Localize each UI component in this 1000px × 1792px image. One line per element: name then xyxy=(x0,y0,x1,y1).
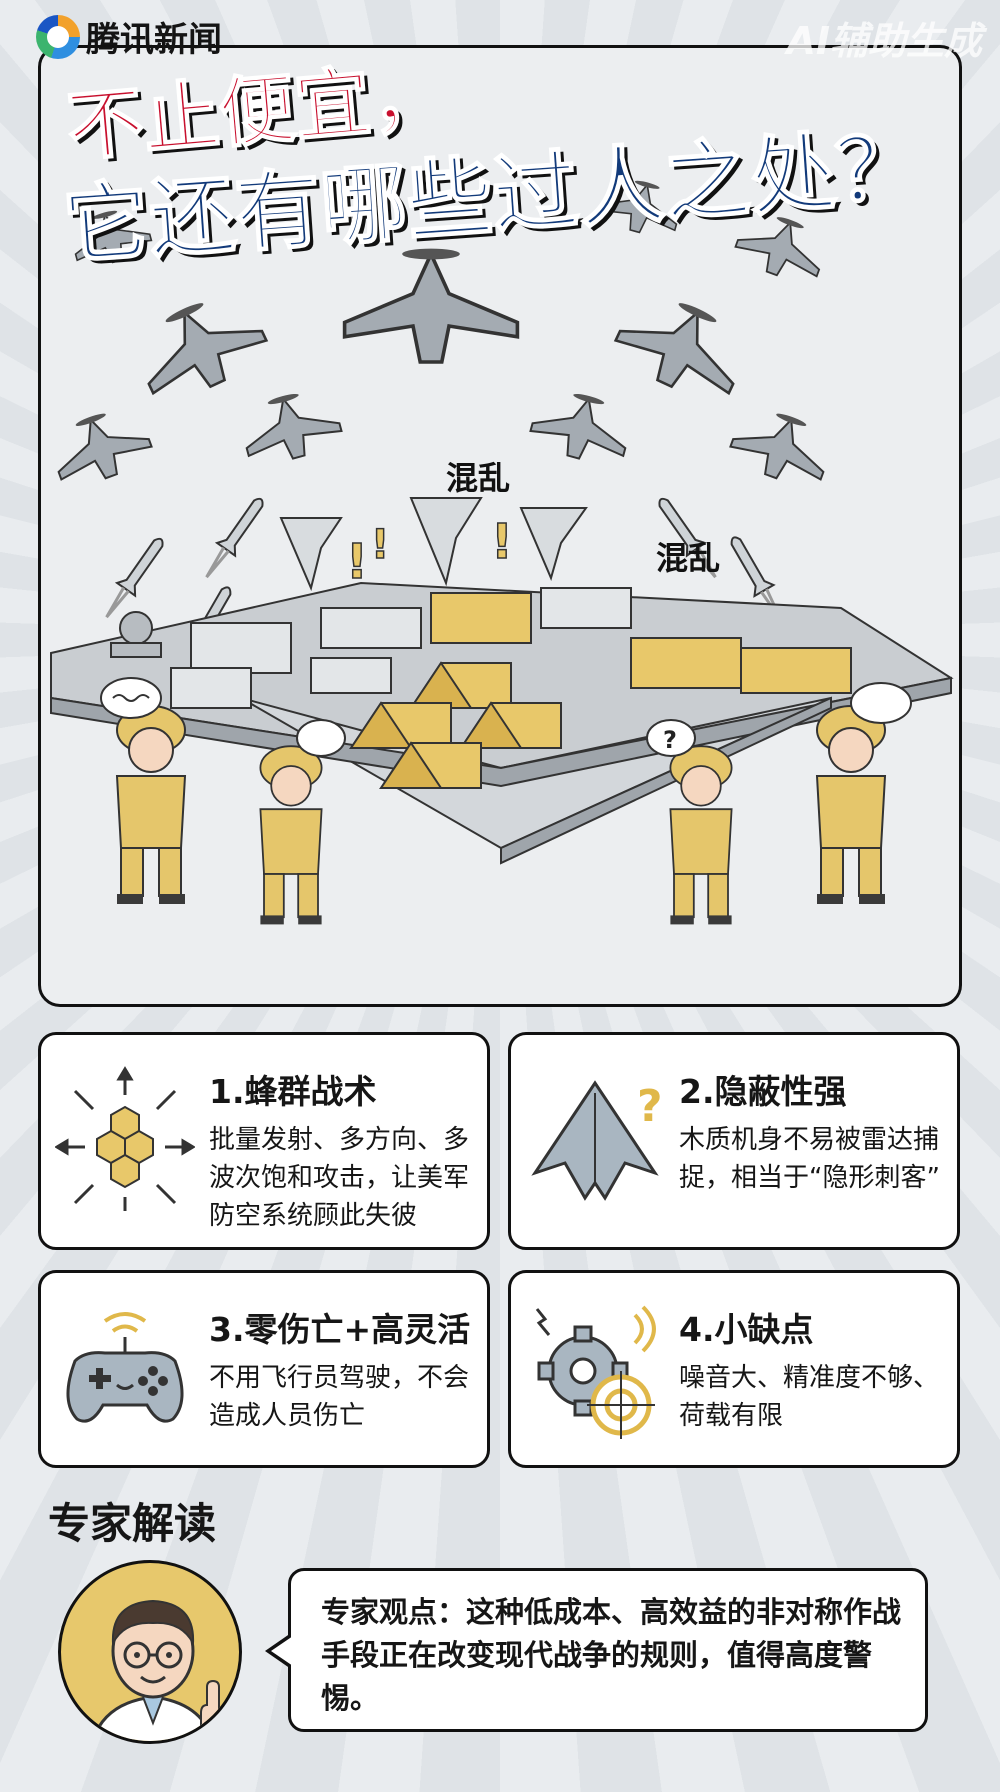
card-body: 批量发射、多方向、多波次饱和攻击，让美军防空系统顾此失彼 xyxy=(209,1125,470,1231)
feature-card-stealth: ? 2.隐蔽性强 木质机身不易被雷达捕捉，相当于“隐形刺客” xyxy=(508,1032,960,1250)
card-body: 不用飞行员驾驶，不会造成人员伤亡 xyxy=(209,1363,470,1431)
chaos-label: 混乱 xyxy=(656,539,721,577)
svg-text:!: ! xyxy=(346,534,368,590)
battlefield-illustration: ! ! ! ? xyxy=(43,171,954,926)
expert-section-title: 专家解读 xyxy=(48,1499,217,1548)
hero-illustration-panel: ! ! ! ? 不止便 xyxy=(38,45,962,1007)
tencent-news-logo-icon xyxy=(36,14,80,59)
game-controller-icon xyxy=(66,1312,184,1423)
brand-logo[interactable]: 腾讯新闻 xyxy=(36,12,222,61)
expert-quote-bubble: 专家观点：这种低成本、高效益的非对称作战手段正在改变现代战争的规则，值得高度警惕… xyxy=(265,1568,928,1732)
svg-text:!: ! xyxy=(491,514,513,570)
feature-card-swarm: 1.蜂群战术 批量发射、多方向、多波次饱和攻击，让美军防空系统顾此失彼 xyxy=(38,1032,490,1250)
card-title: 1.蜂群战术 xyxy=(209,1072,377,1111)
card-title: 2.隐蔽性强 xyxy=(679,1072,847,1111)
hexagon-swarm-icon xyxy=(55,1066,195,1211)
gear-target-icon xyxy=(535,1305,656,1439)
expert-quote: 专家观点：这种低成本、高效益的非对称作战手段正在改变现代战争的规则，值得高度警惕… xyxy=(321,1595,902,1715)
card-title: 4.小缺点 xyxy=(679,1310,814,1349)
card-title: 3.零伤亡+高灵活 xyxy=(209,1310,471,1349)
svg-text:!: ! xyxy=(371,522,389,568)
expert-avatar xyxy=(58,1560,242,1744)
expert-portrait-icon xyxy=(91,1599,220,1741)
chaos-label: 混乱 xyxy=(446,459,511,497)
svg-text:?: ? xyxy=(637,1081,663,1132)
stealth-drone-icon: ? xyxy=(531,1080,663,1201)
ai-watermark: AI辅助生成 xyxy=(786,19,982,63)
feature-card-zero-casualty: 3.零伤亡+高灵活 不用飞行员驾驶，不会造成人员伤亡 xyxy=(38,1270,490,1468)
card-body: 木质机身不易被雷达捕捉，相当于“隐形刺客” xyxy=(679,1125,940,1193)
feature-card-drawbacks: 4.小缺点 噪音大、精准度不够、荷载有限 xyxy=(508,1270,960,1468)
svg-text:?: ? xyxy=(663,726,677,754)
brand-name: 腾讯新闻 xyxy=(86,20,222,60)
card-body: 噪音大、精准度不够、荷载有限 xyxy=(679,1363,940,1431)
